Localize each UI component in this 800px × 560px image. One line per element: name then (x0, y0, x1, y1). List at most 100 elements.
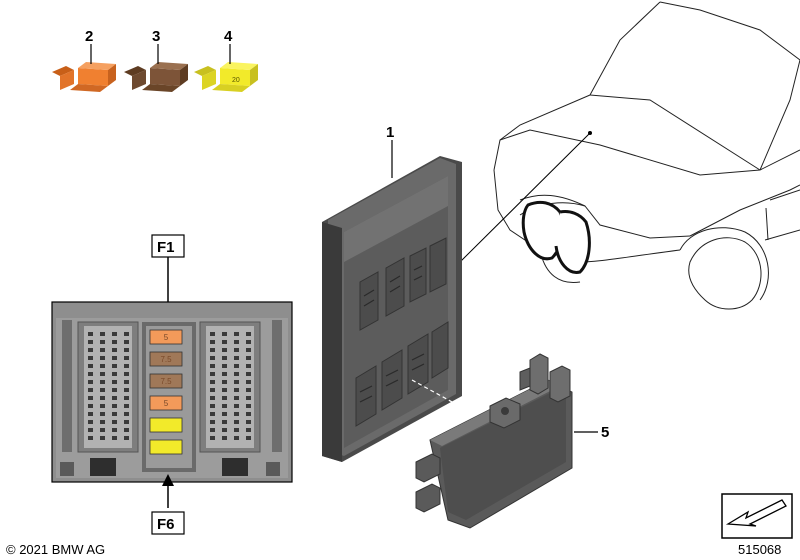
connector-pin (112, 380, 117, 384)
connector-pin (210, 436, 215, 440)
callout-3: 3 (152, 28, 160, 45)
connector-pin (246, 428, 251, 432)
fuse-panel-inset: 5 7.5 7.5 5 (51, 234, 293, 535)
locator-line (459, 132, 591, 263)
connector-pin (112, 436, 117, 440)
connector-pin (222, 380, 227, 384)
connector-pin (234, 372, 239, 376)
connector-pin (100, 380, 105, 384)
connector-pin (100, 428, 105, 432)
connector-pin (88, 412, 93, 416)
fuse-rating-label: 5 (164, 399, 169, 408)
connector-pin (210, 364, 215, 368)
connector-pin (246, 436, 251, 440)
fuse-slot: 5 (149, 329, 183, 345)
connector-pin (124, 356, 129, 360)
connector-pin (234, 348, 239, 352)
fuse-slot: 7.5 (149, 373, 183, 389)
connector-pin (124, 412, 129, 416)
connector-pin (112, 332, 117, 336)
connector-pin (112, 356, 117, 360)
connector-pin (124, 364, 129, 368)
connector-pin (100, 436, 105, 440)
connector-pin (210, 348, 215, 352)
connector-pin (112, 372, 117, 376)
connector-pin (124, 340, 129, 344)
connector-pin (112, 340, 117, 344)
connector-pin (88, 348, 93, 352)
inset-label-bottom: F6 (157, 516, 175, 533)
callout-1: 1 (386, 124, 394, 141)
connector-pin (112, 428, 117, 432)
fuse-box-cover-icon (415, 353, 573, 529)
connector-pin (210, 404, 215, 408)
connector-pin (100, 388, 105, 392)
connector-pin (124, 436, 129, 440)
connector-pin (234, 356, 239, 360)
connector-pin (222, 388, 227, 392)
fuse-rating-label: 7.5 (160, 355, 172, 364)
connector-pin (222, 412, 227, 416)
connector-pin (210, 428, 215, 432)
connector-pin (222, 372, 227, 376)
connector-pin (112, 348, 117, 352)
callout-2: 2 (85, 28, 93, 45)
fuse-slot: 5 (149, 395, 183, 411)
connector-pin (112, 396, 117, 400)
connector-pin (124, 332, 129, 336)
connector-pin (88, 388, 93, 392)
connector-pin (246, 412, 251, 416)
callout-5: 5 (601, 424, 609, 441)
connector-pin (88, 364, 93, 368)
connector-pin (234, 388, 239, 392)
arrow-up-icon (162, 474, 174, 486)
connector-pin (210, 388, 215, 392)
connector-pin (234, 396, 239, 400)
connector-pin (100, 332, 105, 336)
connector-pin (88, 436, 93, 440)
connector-pin (210, 340, 215, 344)
connector-pin (210, 412, 215, 416)
connector-pin (100, 372, 105, 376)
connector-pin (100, 364, 105, 368)
connector-pin (246, 396, 251, 400)
mini-fuse-yellow-icon: 20 (194, 62, 258, 92)
connector-pin (246, 356, 251, 360)
connector-pin (112, 420, 117, 424)
connector-pin (112, 412, 117, 416)
connector-pin (112, 404, 117, 408)
car-silhouette-icon (493, 1, 800, 310)
grille-icon (521, 200, 591, 274)
connector-pin (234, 420, 239, 424)
connector-pin (222, 356, 227, 360)
connector-pin (222, 420, 227, 424)
connector-pin (112, 388, 117, 392)
connector-pin (88, 332, 93, 336)
connector-pin (124, 348, 129, 352)
connector-pin (246, 380, 251, 384)
connector-pin (124, 396, 129, 400)
connector-pin (210, 396, 215, 400)
connector-pin (112, 364, 117, 368)
connector-pin (246, 340, 251, 344)
connector-pin (234, 364, 239, 368)
connector-pin (234, 428, 239, 432)
connector-pin (124, 420, 129, 424)
connector-pin (100, 340, 105, 344)
fuse-slot (149, 439, 183, 455)
connector-pin (210, 420, 215, 424)
connector-pin (210, 332, 215, 336)
connector-pin (88, 380, 93, 384)
connector-pin (246, 372, 251, 376)
connector-pin (88, 356, 93, 360)
connector-pin (88, 396, 93, 400)
connector-pin (88, 372, 93, 376)
direction-arrow-icon (721, 493, 793, 539)
fuse-rating-label: 7.5 (160, 377, 172, 386)
fuse-slot: 7.5 (149, 351, 183, 367)
connector-pin (124, 404, 129, 408)
svg-text:20: 20 (232, 77, 240, 84)
connector-pin (100, 356, 105, 360)
connector-pin (246, 348, 251, 352)
